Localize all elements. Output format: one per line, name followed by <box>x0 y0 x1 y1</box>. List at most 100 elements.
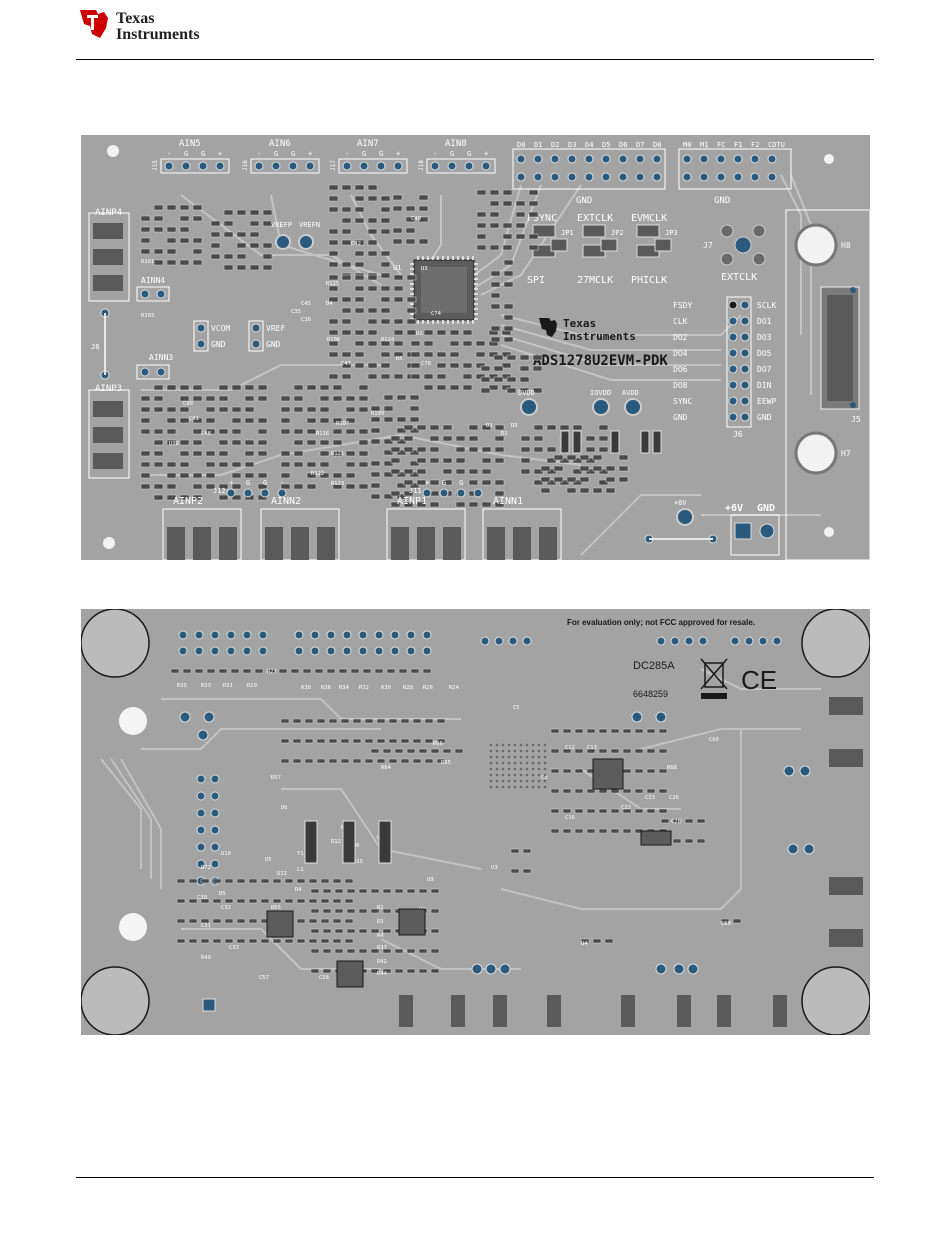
smd-part <box>383 471 394 478</box>
header-pin <box>567 172 577 182</box>
j4-pin-label: F1 <box>734 141 742 149</box>
pad <box>242 630 252 640</box>
smd-part <box>424 758 434 764</box>
ref-designator: C69 <box>721 921 731 927</box>
ref-designator: R2 <box>377 905 384 911</box>
ref-designator: R101 <box>141 259 154 265</box>
smd-part <box>618 476 629 483</box>
smd-part <box>585 446 596 453</box>
smd-part <box>412 738 422 744</box>
smd-part <box>383 405 394 412</box>
smd-part <box>179 461 190 468</box>
smd-part <box>319 439 330 446</box>
test-point-vrefn <box>298 234 314 250</box>
smd-part <box>248 898 258 904</box>
smd-part <box>658 768 668 774</box>
smd-part <box>140 215 151 222</box>
ref-designator: R103 <box>141 313 154 319</box>
pad <box>522 636 532 646</box>
smd-part <box>383 449 394 456</box>
pin-label: + <box>484 150 488 158</box>
ain-bottom-label: AINN1 <box>493 496 523 507</box>
smd-part <box>341 307 352 314</box>
smd-part <box>170 668 180 674</box>
pin-label: + <box>396 150 400 158</box>
edge-pad <box>493 995 507 1027</box>
ref-designator: R32 <box>359 685 369 691</box>
smd-part <box>672 838 682 844</box>
smd-part <box>194 668 204 674</box>
smd-part <box>476 244 487 251</box>
ref-designator: C48 <box>201 431 211 437</box>
smd-part <box>223 209 234 216</box>
diode-d4 <box>378 820 392 864</box>
smd-part <box>224 918 234 924</box>
smd-part <box>236 209 247 216</box>
header-pin <box>359 161 369 171</box>
smd-part <box>502 222 513 229</box>
header-pin <box>652 154 662 164</box>
smd-part <box>475 351 486 358</box>
j6-left-label: DO6 <box>673 365 688 374</box>
smd-part <box>380 228 391 235</box>
smd-part <box>140 406 151 413</box>
smd-part <box>658 808 668 814</box>
ref-designator: R3 <box>377 919 384 925</box>
ref-designator: U11 <box>277 871 287 877</box>
pad <box>656 636 666 646</box>
smd-part <box>367 239 378 246</box>
gnd-j2-label: GND <box>266 340 281 349</box>
smd-part <box>436 351 447 358</box>
ref-designator: C80 <box>183 401 193 407</box>
smd-part <box>586 748 596 754</box>
terminal-pin <box>317 527 335 560</box>
smd-part <box>572 468 583 475</box>
smd-part <box>418 948 428 954</box>
smd-part <box>370 416 381 423</box>
smd-part <box>345 461 356 468</box>
smd-part <box>179 237 190 244</box>
smd-part <box>334 948 344 954</box>
smd-part <box>205 406 216 413</box>
smd-part <box>354 217 365 224</box>
pad <box>196 842 206 852</box>
smd-part <box>503 259 514 266</box>
pad <box>799 765 811 777</box>
smd-part <box>493 354 504 361</box>
smd-part <box>218 428 229 435</box>
smd-part <box>200 938 210 944</box>
smd-part <box>257 450 268 457</box>
smd-part <box>560 430 570 454</box>
smd-part <box>592 465 603 472</box>
smd-part <box>223 220 234 227</box>
header-pin <box>584 172 594 182</box>
smd-part <box>280 406 291 413</box>
ref-designator: C26 <box>669 795 679 801</box>
ref-designator: D4 <box>295 887 302 893</box>
smd-part <box>179 494 190 501</box>
smd-part <box>328 195 339 202</box>
smd-part <box>345 406 356 413</box>
smd-part <box>230 668 240 674</box>
pad <box>342 646 352 656</box>
smd-part <box>468 501 479 508</box>
header-pin <box>288 161 298 171</box>
smd-part <box>502 189 513 196</box>
smd-part <box>598 748 608 754</box>
smd-part <box>416 446 427 453</box>
smd-part <box>462 329 473 336</box>
smd-part <box>284 898 294 904</box>
ref-designator: C23 <box>645 795 655 801</box>
hole <box>119 707 147 735</box>
smd-part <box>449 340 460 347</box>
header-pin <box>699 154 709 164</box>
mount-hole <box>801 609 870 678</box>
smd-part <box>218 395 229 402</box>
pin-label: + <box>425 479 429 487</box>
smd-part <box>494 446 505 453</box>
smd-part <box>257 417 268 424</box>
smd-part <box>140 450 151 457</box>
smd-part <box>166 483 177 490</box>
smd-part <box>550 768 560 774</box>
smd-part <box>218 461 229 468</box>
